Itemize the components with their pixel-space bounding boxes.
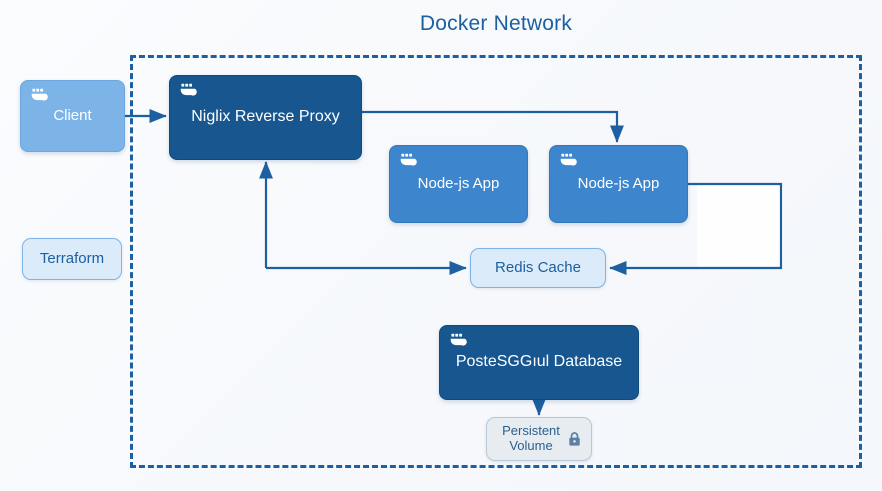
network-title: Docker Network (419, 12, 573, 35)
node-client[interactable]: Client (20, 80, 125, 152)
node-client-label: Client (53, 107, 92, 125)
node-nodejs-app-2-label: Node-js App (577, 175, 660, 193)
docker-whale-icon (400, 153, 417, 168)
node-nodejs-app-1[interactable]: Node-js App (389, 145, 528, 223)
volume-label-line-1: Persistent (502, 423, 560, 439)
node-terraform[interactable]: Terraform (22, 238, 122, 280)
docker-whale-icon (450, 333, 467, 348)
docker-whale-icon (180, 83, 197, 98)
node-nodejs-app-1-label: Node-js App (417, 175, 500, 193)
node-postgres-label: PosteSGGıul Database (455, 353, 623, 371)
docker-whale-icon (31, 88, 48, 103)
render-artifact-rect (697, 185, 783, 269)
node-postgres-database[interactable]: PosteSGGıul Database (439, 325, 639, 400)
node-nginx-label: Niglix Reverse Proxy (191, 108, 340, 126)
node-redis-cache-label: Redis Cache (495, 259, 581, 277)
node-terraform-label: Terraform (39, 250, 105, 268)
node-persistent-volume-label: Persistent Volume (496, 423, 562, 454)
docker-whale-icon (560, 153, 577, 168)
node-nginx-reverse-proxy[interactable]: Niglix Reverse Proxy (169, 75, 362, 160)
lock-icon (567, 431, 582, 447)
volume-label-line-2: Volume (509, 438, 553, 453)
node-redis-cache[interactable]: Redis Cache (470, 248, 606, 288)
docker-network-boundary (130, 55, 862, 468)
node-persistent-volume[interactable]: Persistent Volume (486, 417, 592, 461)
node-nodejs-app-2[interactable]: Node-js App (549, 145, 688, 223)
